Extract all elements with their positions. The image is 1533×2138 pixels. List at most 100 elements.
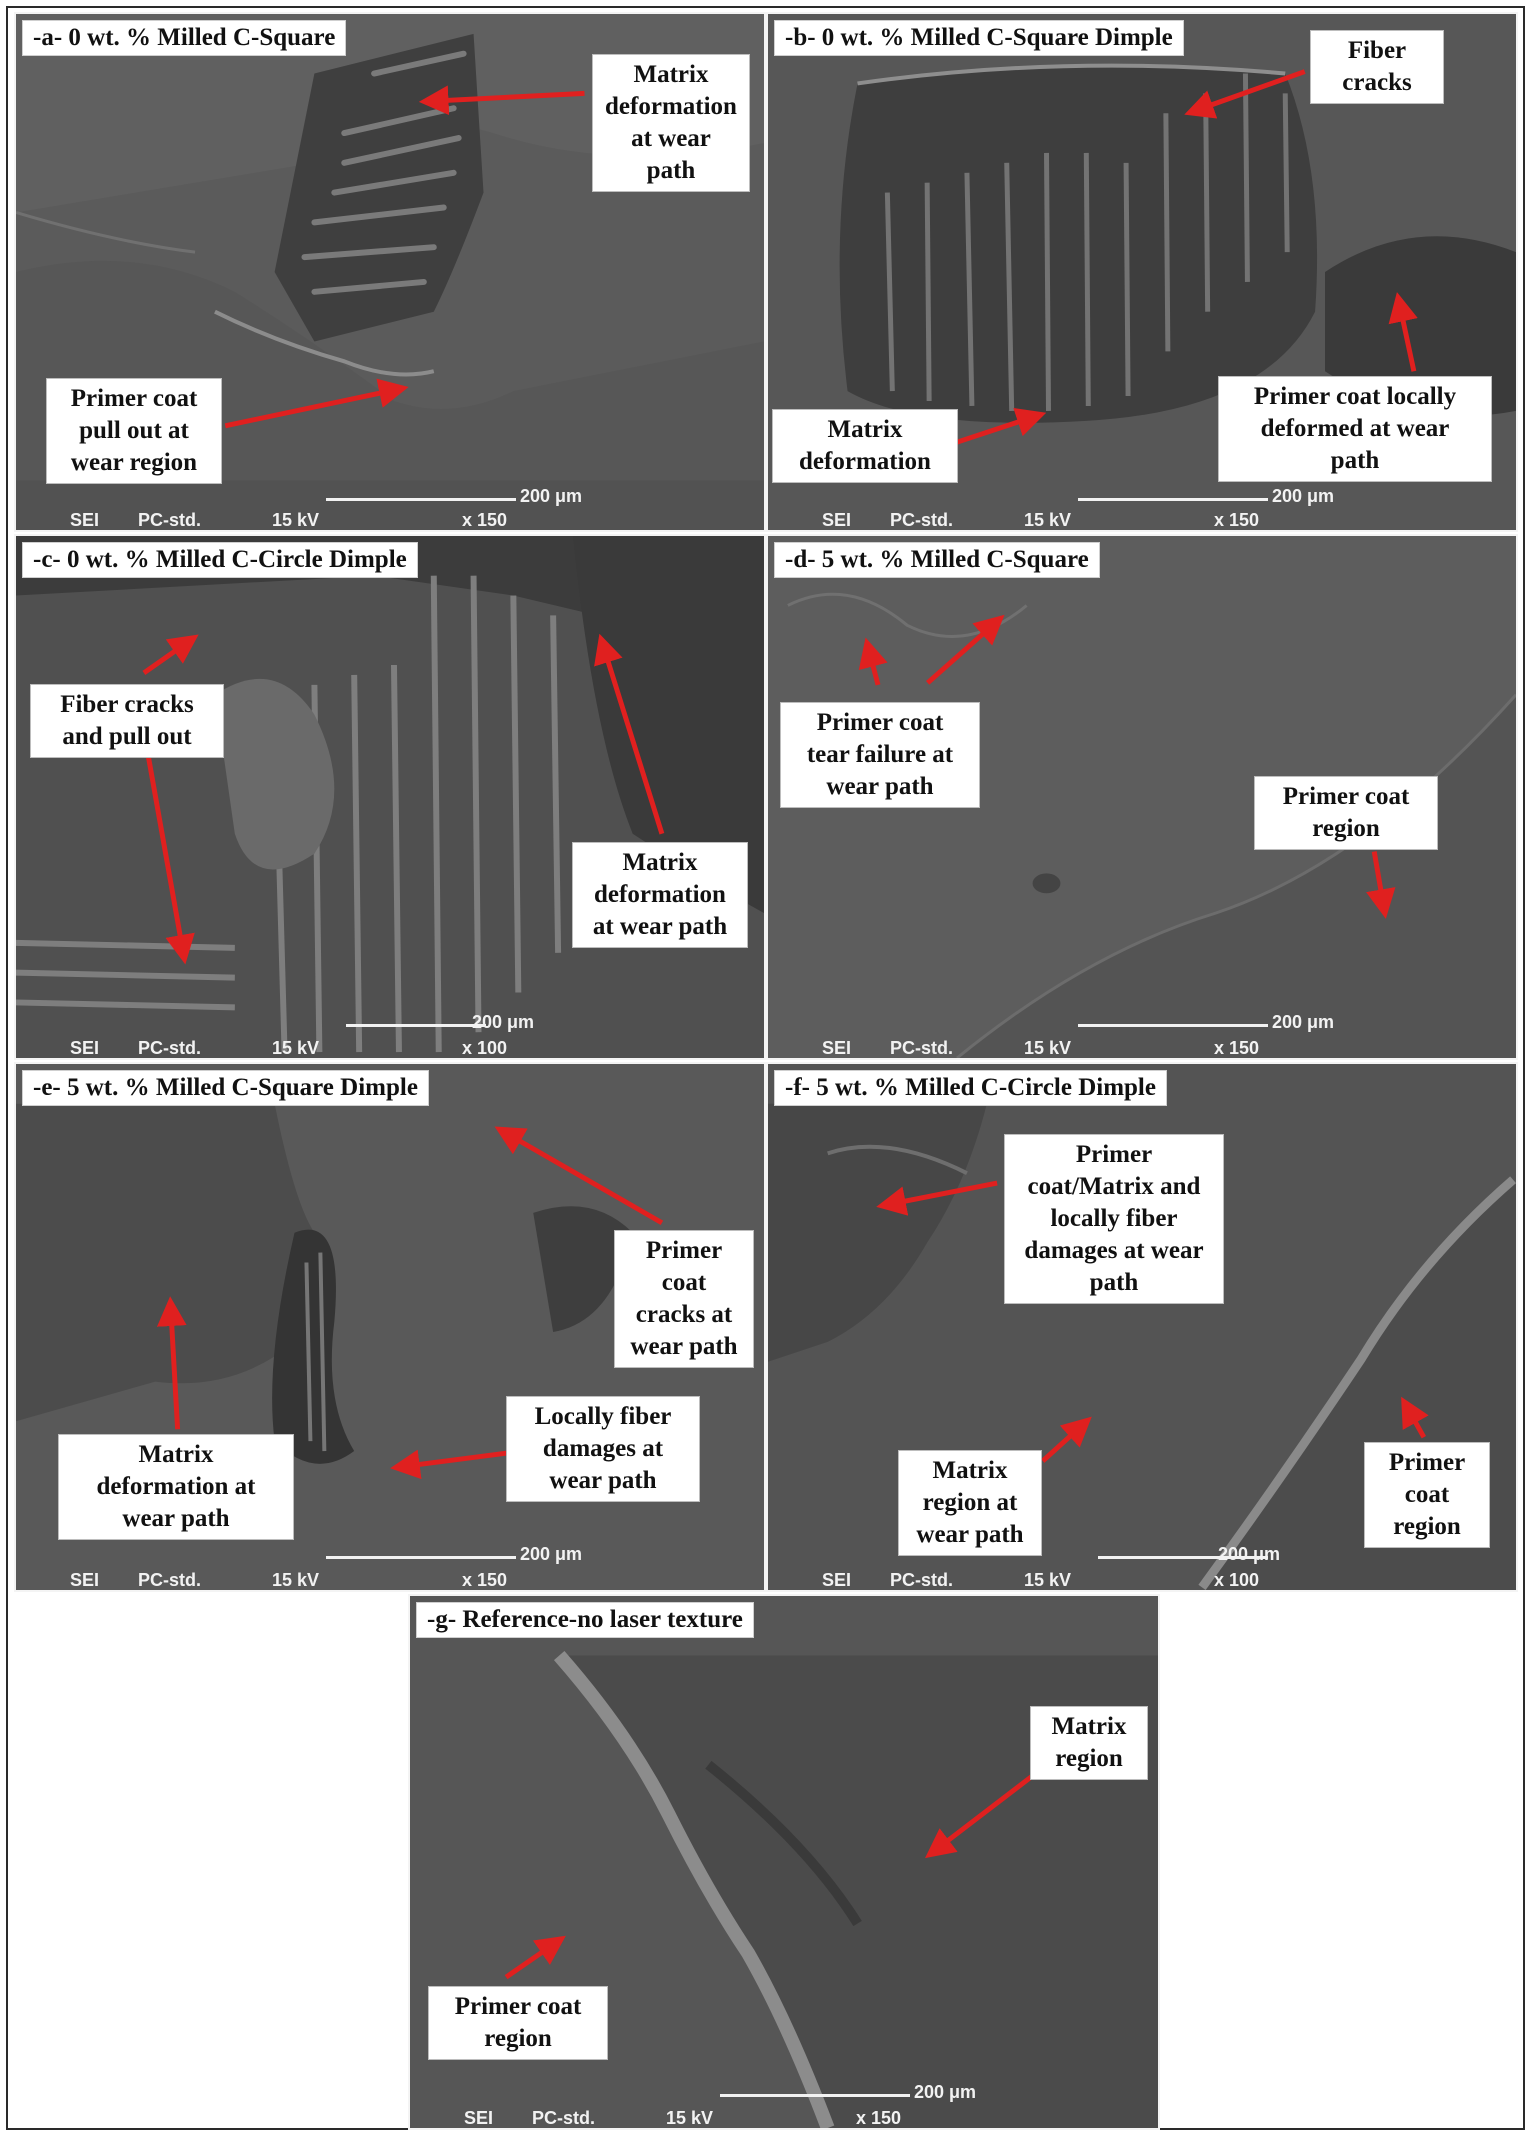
annotation-line: Locally fiber — [534, 1403, 672, 1430]
sem-voltage: 15 kV — [272, 510, 320, 530]
annotation-line: Matrix — [633, 61, 709, 88]
annotation-primer-locally-deformed: Primer coat locally deformed at wear pat… — [1218, 376, 1492, 482]
sem-mode: PC-std. — [532, 2108, 595, 2128]
annotation-line: Primer coat — [454, 1993, 582, 2020]
sem-panel-b: -b- 0 wt. % Milled C-Square Dimple Fiber… — [766, 12, 1518, 532]
annotation-line: Primer coat — [1282, 783, 1410, 810]
annotation-line: coat — [661, 1269, 707, 1296]
sem-mode: PC-std. — [138, 1038, 201, 1058]
sem-detector: SEI — [70, 1038, 100, 1058]
sem-detector: SEI — [822, 1038, 852, 1058]
annotation-line: wear path — [826, 773, 934, 800]
annotation-matrix-region: Matrix region at wear path — [898, 1450, 1042, 1556]
annotation-line: coat/Matrix and — [1027, 1173, 1201, 1200]
scale-length: 200 μm — [1272, 1012, 1335, 1032]
annotation-primer-coat-cracks: Primer coat cracks at wear path — [614, 1230, 754, 1368]
annotation-primer-coat-region: Primer coat region — [1364, 1442, 1490, 1548]
annotation-line: Fiber — [1347, 37, 1407, 64]
annotation-line: Primer — [1388, 1449, 1466, 1476]
scale-bar — [1078, 1024, 1268, 1027]
annotation-line: Fiber cracks — [60, 691, 194, 718]
annotation-line: wear path — [549, 1467, 657, 1494]
annotation-line: at wear — [631, 125, 711, 152]
annotation-line: path — [646, 157, 696, 184]
sem-detector: SEI — [70, 1570, 100, 1590]
annotation-line: Matrix — [827, 416, 903, 443]
sem-magnification: x 150 — [462, 1570, 508, 1590]
annotation-line: region — [1393, 1513, 1461, 1540]
annotation-line: Matrix — [622, 849, 698, 876]
annotation-line: damages at — [542, 1435, 664, 1462]
annotation-matrix-deformation: Matrix deformation at wear path — [592, 54, 750, 192]
annotation-line: region — [1055, 1745, 1123, 1772]
annotation-line: region — [484, 2025, 552, 2052]
annotation-line: locally fiber — [1050, 1205, 1178, 1232]
annotation-line: Primer coat — [70, 385, 198, 412]
annotation-line: deformation — [605, 93, 737, 120]
annotation-line: deformation at — [96, 1473, 256, 1500]
scale-bar — [720, 2094, 910, 2097]
annotation-line: pull out at — [79, 417, 189, 444]
annotation-line: Primer coat locally — [1253, 383, 1457, 410]
annotation-line: wear path — [122, 1505, 230, 1532]
sem-mode: PC-std. — [890, 1038, 953, 1058]
annotation-primer-tear-failure: Primer coat tear failure at wear path — [780, 702, 980, 808]
annotation-line: at wear path — [592, 913, 728, 940]
annotation-fiber-cracks-pull-out: Fiber cracks and pull out — [30, 684, 224, 758]
sem-voltage: 15 kV — [272, 1038, 320, 1058]
scale-length: 200 μm — [1218, 1544, 1281, 1564]
sem-magnification: x 150 — [1214, 1038, 1260, 1058]
sem-voltage: 15 kV — [272, 1570, 320, 1590]
annotation-line: cracks — [1342, 69, 1412, 96]
scale-bar — [326, 498, 516, 501]
panel-title-b: -b- 0 wt. % Milled C-Square Dimple — [774, 20, 1184, 56]
annotation-matrix-deformation: Matrix deformation — [772, 409, 958, 483]
annotation-line: and pull out — [62, 723, 192, 750]
sem-panel-d: -d- 5 wt. % Milled C-Square Primer coat … — [766, 534, 1518, 1060]
sem-voltage: 15 kV — [1024, 1038, 1072, 1058]
sem-voltage: 15 kV — [1024, 1570, 1072, 1590]
sem-image-c — [16, 536, 764, 1058]
annotation-matrix-deformation: Matrix deformation at wear path — [572, 842, 748, 948]
annotation-line: coat — [1404, 1481, 1450, 1508]
scale-length: 200 μm — [1272, 486, 1335, 506]
annotation-line: Primer coat — [816, 709, 944, 736]
sem-magnification: x 150 — [1214, 510, 1260, 530]
panel-title-g: -g- Reference-no laser texture — [416, 1602, 754, 1638]
annotation-primer-matrix-fiber-damages: Primer coat/Matrix and locally fiber dam… — [1004, 1134, 1224, 1304]
sem-panel-e: -e- 5 wt. % Milled C-Square Dimple Prime… — [14, 1062, 766, 1592]
sem-panel-g: -g- Reference-no laser texture Matrix re… — [408, 1594, 1160, 2130]
annotation-primer-coat-region: Primer coat region — [1254, 776, 1438, 850]
annotation-line: Primer — [1075, 1141, 1153, 1168]
annotation-line: Primer — [645, 1237, 723, 1264]
panel-title-a: -a- 0 wt. % Milled C-Square — [22, 20, 347, 56]
annotation-line: wear path — [916, 1521, 1024, 1548]
sem-mode: PC-std. — [138, 1570, 201, 1590]
annotation-line: damages at wear — [1024, 1237, 1204, 1264]
sem-panel-a: -a- 0 wt. % Milled C-Square Matrix defor… — [14, 12, 766, 532]
annotation-line: Matrix — [1051, 1713, 1127, 1740]
sem-voltage: 15 kV — [1024, 510, 1072, 530]
annotation-matrix-deformation: Matrix deformation at wear path — [58, 1434, 294, 1540]
panel-title-f: -f- 5 wt. % Milled C-Circle Dimple — [774, 1070, 1167, 1106]
sem-panel-f: -f- 5 wt. % Milled C-Circle Dimple Prime… — [766, 1062, 1518, 1592]
sem-mode: PC-std. — [890, 510, 953, 530]
annotation-locally-fiber-damages: Locally fiber damages at wear path — [506, 1396, 700, 1502]
annotation-matrix-region: Matrix region — [1030, 1706, 1148, 1780]
sem-mode: PC-std. — [890, 1570, 953, 1590]
sem-magnification: x 100 — [1214, 1570, 1260, 1590]
scale-length: 200 μm — [520, 1544, 583, 1564]
annotation-line: region at — [922, 1489, 1018, 1516]
annotation-line: deformation — [594, 881, 726, 908]
sem-detector: SEI — [464, 2108, 494, 2128]
annotation-fiber-cracks: Fiber cracks — [1310, 30, 1444, 104]
annotation-line: path — [1089, 1269, 1139, 1296]
annotation-line: region — [1312, 815, 1380, 842]
sem-panel-c: -c- 0 wt. % Milled C-Circle Dimple Fiber… — [14, 534, 766, 1060]
annotation-primer-pull-out: Primer coat pull out at wear region — [46, 378, 222, 484]
annotation-primer-coat-region: Primer coat region — [428, 1986, 608, 2060]
panel-title-d: -d- 5 wt. % Milled C-Square — [774, 542, 1100, 578]
panel-title-c: -c- 0 wt. % Milled C-Circle Dimple — [22, 542, 418, 578]
sem-magnification: x 100 — [462, 1038, 508, 1058]
sem-detector: SEI — [822, 1570, 852, 1590]
